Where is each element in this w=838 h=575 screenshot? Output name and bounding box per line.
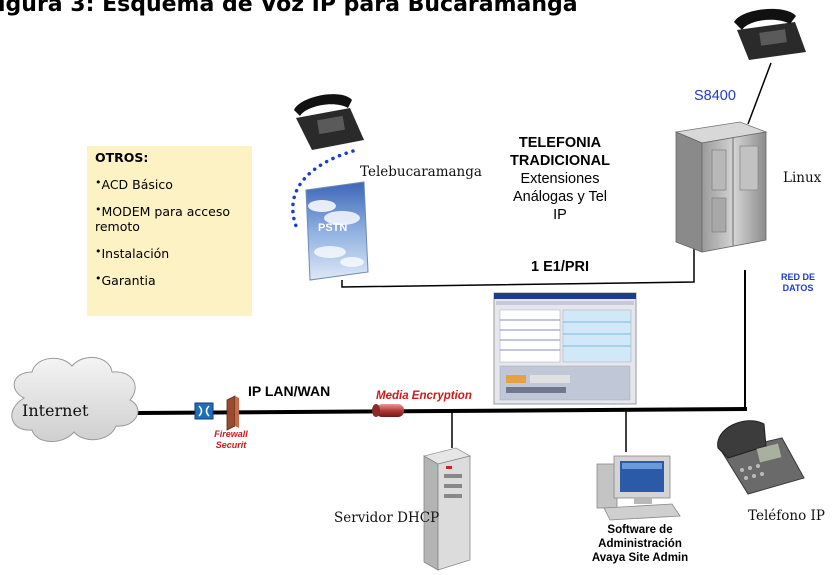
s8400-label: S8400 [694,88,736,104]
internet-label: Internet [22,401,89,420]
page-title: igura 3: Esquema de Voz IP para Bucarama… [0,0,578,17]
otros-item: •Instalación [95,245,170,261]
internet-cloud-icon [11,357,139,442]
telefonia-block: TELEFONIA TRADICIONAL Extensiones Análog… [490,134,630,224]
lan-backbone-line [137,407,748,415]
otros-item: •MODEM para acceso remoto [95,203,231,234]
admin-pc-icon [596,455,681,521]
pstn-phone-icon [294,94,364,150]
telefonia-line2: TRADICIONAL [510,153,610,169]
ip-phone-icon [717,420,805,495]
servidor-dhcp-label: Servidor DHCP [334,510,440,526]
software-admin-label: Software de Administración Avaya Site Ad… [591,524,689,564]
telefonia-line1: TELEFONIA [518,135,602,151]
telefonia-line4: Análogas y Tel [512,189,608,205]
ip-lan-wan-label: IP LAN/WAN [248,383,331,399]
media-encryption-label: Media Encryption [376,390,472,402]
admin-screenshot-thumbnail [493,292,637,405]
otros-box: OTROS: •ACD Básico •MODEM para acceso re… [87,146,252,316]
pstn-icon [305,181,369,281]
s8400-phone-icon [734,8,806,60]
telefono-ip-label: Teléfono IP [748,508,825,524]
telefonia-line3: Extensiones [520,171,600,187]
encryption-device-icon [194,402,214,420]
red-datos-label: RED DE DATOS [780,272,815,293]
otros-item: •ACD Básico [95,176,173,192]
firewall-label: Firewall Securit [214,429,248,450]
dhcp-server-icon [422,447,472,571]
otros-heading: OTROS: [95,150,149,165]
pstn-label: PSTN [318,222,348,234]
linux-label: Linux [783,170,822,186]
pstn-dotted-link [291,149,355,228]
e1-pri-label: 1 E1/PRI [531,259,590,275]
media-encryption-pipe-icon [372,404,404,417]
otros-item: •Garantia [95,272,156,288]
telefonia-line5: IP [553,207,567,223]
telebucaramanga-label: Telebucaramanga [360,164,482,180]
s8400-cabinet-icon [674,121,768,253]
e1-pri-line [341,249,695,288]
s8400-phone-line [747,62,772,125]
firewall-icon [226,395,239,431]
